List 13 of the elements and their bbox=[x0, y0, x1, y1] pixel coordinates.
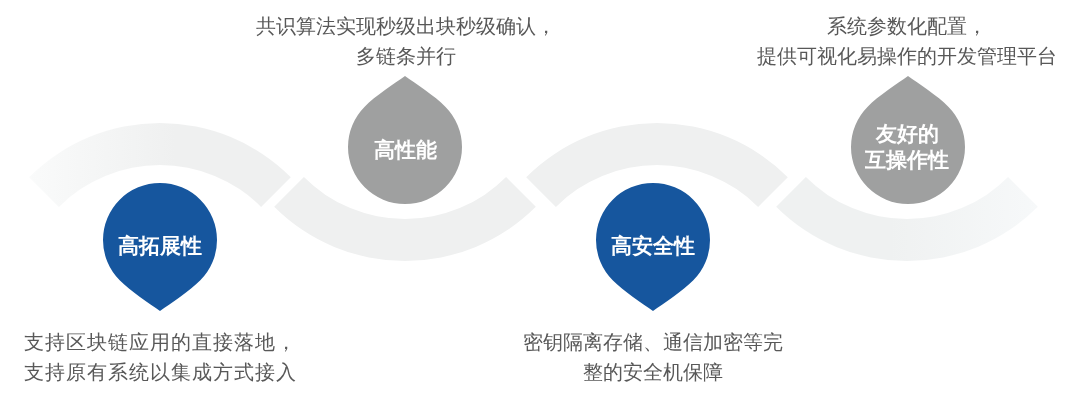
feature-description: 支持区块链应用的直接落地，支持原有系统以集成方式接入 bbox=[24, 329, 298, 386]
feature-description: 共识算法实现秒级出块秒级确认，多链条并行 bbox=[255, 13, 557, 70]
teardrop-badge bbox=[596, 183, 710, 311]
feature-title: 高拓展性 bbox=[118, 233, 202, 259]
feature-description: 密钥隔离存储、通信加密等完整的安全机保障 bbox=[522, 329, 784, 386]
feature-description: 提供可视化易操作的开发管理平台 bbox=[757, 43, 1057, 70]
teardrop-badge bbox=[348, 76, 462, 204]
feature-description: 系统参数化配置， bbox=[827, 13, 987, 40]
teardrop-badge bbox=[851, 76, 965, 204]
feature-title: 高安全性 bbox=[611, 233, 695, 259]
teardrop-badge bbox=[103, 183, 217, 311]
feature-title: 友好的互操作性 bbox=[865, 121, 951, 173]
feature-title: 高性能 bbox=[373, 137, 437, 163]
